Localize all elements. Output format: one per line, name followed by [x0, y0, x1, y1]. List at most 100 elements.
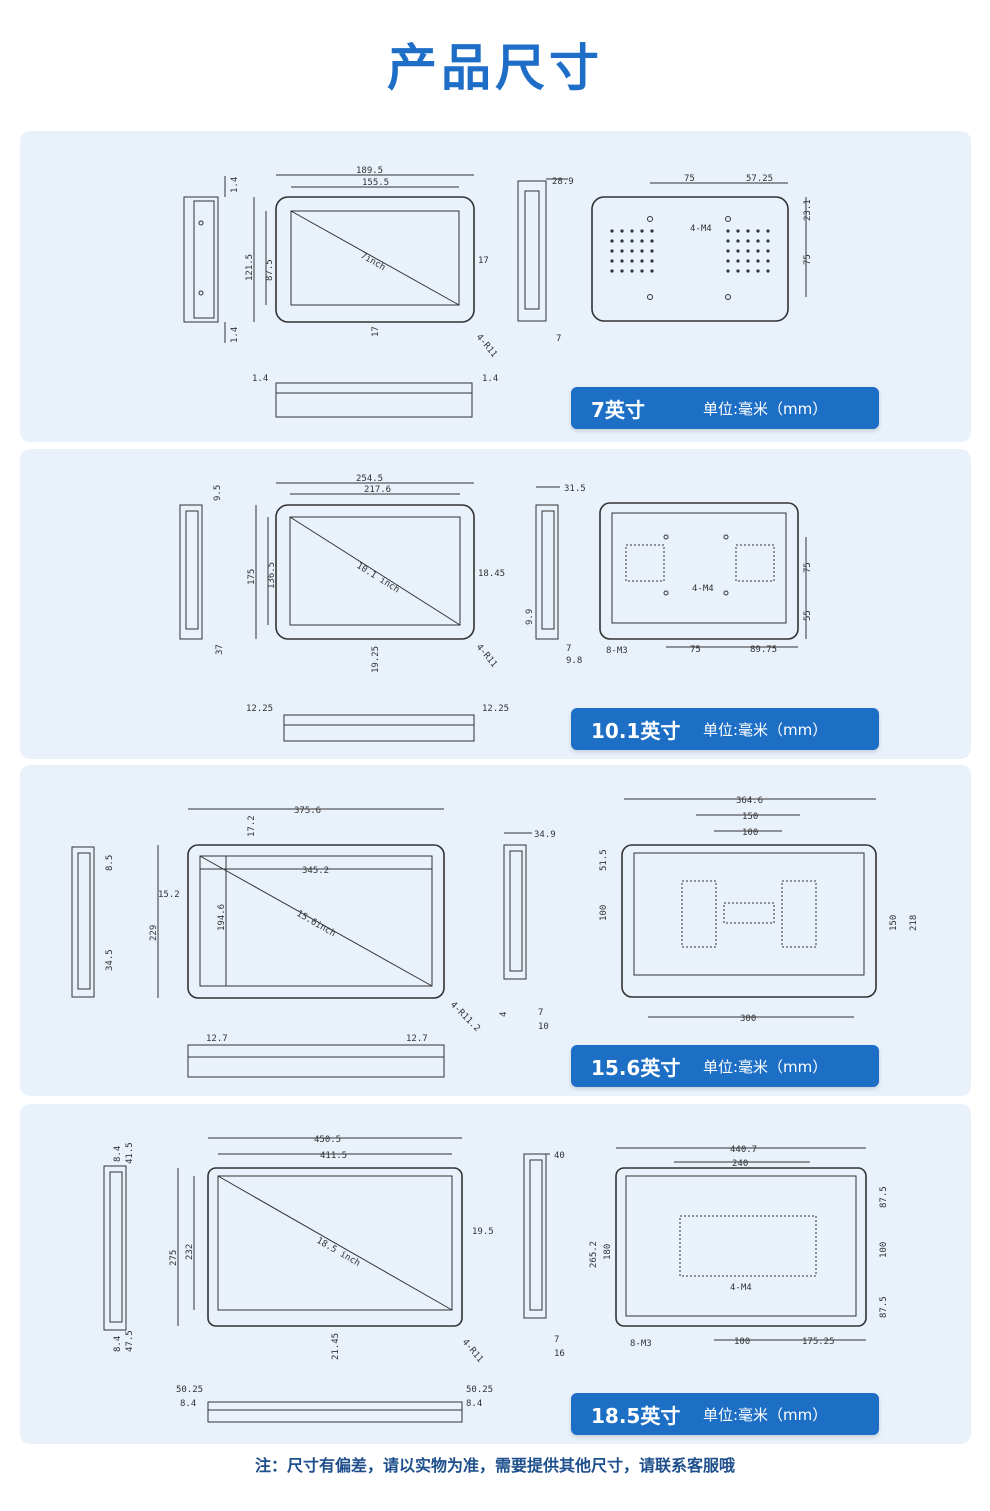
- dim-back-w: 364.6: [736, 796, 763, 806]
- dim-height: 229: [149, 925, 159, 941]
- dim-back-c: 23.1: [803, 199, 813, 221]
- front-outline: [275, 504, 475, 640]
- diagonal-label: 7inch: [359, 251, 387, 273]
- side-view-left: [183, 196, 219, 323]
- speaker-grid-center: [723, 902, 775, 924]
- dim-back-a: 150: [742, 812, 758, 822]
- dim-width: 189.5: [356, 166, 383, 176]
- dim-side-b: 7: [566, 644, 571, 654]
- size-badge: 15.6英寸 单位:毫米（mm）: [571, 1045, 879, 1087]
- dim-back-b: 100: [742, 828, 758, 838]
- dim-depth: 31.5: [564, 484, 586, 494]
- size-label: 18.5英寸: [591, 1403, 681, 1428]
- dim-side-top: 8.5: [105, 855, 115, 871]
- diagonal-label: 18.5 inch: [315, 1236, 362, 1269]
- dim-back-g: 300: [740, 1014, 756, 1024]
- dim-radius: 4-R11: [474, 333, 499, 360]
- dim-top: 17.2: [247, 815, 257, 837]
- dim-height: 175: [247, 569, 257, 585]
- dim-back-a: 75: [684, 174, 695, 184]
- dim-back-c: 180: [603, 1244, 613, 1260]
- dim-width: 450.5: [314, 1135, 341, 1145]
- dim-back-a: 240: [732, 1159, 748, 1169]
- front-screen: [290, 210, 460, 306]
- dim-bottom-right: 12.25: [482, 704, 509, 714]
- drawing-18-inch: 8.4 41.5 8.4 47.5 450.5 411.5 275 232 18…: [103, 1135, 889, 1423]
- dim-side-bottom: 34.5: [105, 949, 115, 971]
- label-holes: 4-M4: [692, 584, 714, 594]
- front-screen: [289, 516, 461, 626]
- dim-back-w: 440.7: [730, 1145, 757, 1155]
- dim-inner-width: 345.2: [302, 866, 329, 876]
- footer-note: 注：尺寸有偏差，请以实物为准，需要提供其他尺寸，请联系客服哦: [254, 1456, 735, 1475]
- drawing-10-inch: 9.5 37 254.5 217.6 175 136.5 10.1 inch 1…: [179, 474, 813, 742]
- speaker-grid: [679, 1215, 817, 1277]
- dim-inner-height: 136.5: [267, 562, 277, 589]
- front-screen: [199, 855, 433, 987]
- dim-side-a: 8.4: [113, 1146, 123, 1162]
- label-holes: 4-M4: [690, 224, 712, 234]
- back-outline: [615, 1167, 867, 1327]
- dim-back-e: 100: [879, 1242, 889, 1258]
- dim-back-g: 100: [734, 1337, 750, 1347]
- dim-back-d: 100: [599, 905, 609, 921]
- unit-label: 单位:毫米（mm）: [703, 1405, 828, 1424]
- dim-back-b: 265.2: [589, 1241, 599, 1268]
- size-label: 7英寸: [591, 397, 645, 422]
- size-badge: 18.5英寸 单位:毫米（mm）: [571, 1393, 879, 1435]
- dim-bottom-a: 50.25: [176, 1385, 203, 1395]
- unit-label: 单位:毫米（mm）: [703, 399, 828, 418]
- drawing-15-inch: 8.5 34.5 375.6 345.2 17.2 15.2 229 194.6…: [71, 796, 919, 1078]
- dim-bottom: 17: [371, 326, 381, 337]
- side-view-left: [103, 1165, 127, 1331]
- dim-bottom-b: 8.4: [180, 1399, 196, 1409]
- bottom-view: [187, 1044, 445, 1078]
- dim-inner-width: 155.5: [362, 178, 389, 188]
- dim-side-c: 8.4: [113, 1336, 123, 1352]
- side-view-right: [535, 504, 559, 640]
- panel-7-inch: 1.4 1.4 189.5 155.5 121.5 87.5 7inch 17 …: [20, 131, 971, 442]
- dim-right: 19.5: [472, 1227, 494, 1237]
- speaker-grid-right: [781, 880, 817, 948]
- dim-side-b: 7: [538, 1008, 543, 1018]
- diagonal-label: 10.1 inch: [354, 561, 401, 595]
- back-outline: [621, 844, 877, 998]
- dim-bottom-d: 8.4: [466, 1399, 482, 1409]
- dim-bottom-left: 12.25: [246, 704, 273, 714]
- dim-inner-width: 411.5: [320, 1151, 347, 1161]
- dim-depth: 40: [554, 1151, 565, 1161]
- dim-side-a: 9.9: [525, 609, 535, 625]
- dim-back-f: 218: [909, 915, 919, 931]
- side-view-left: [71, 846, 95, 998]
- dim-left: 15.2: [158, 890, 180, 900]
- dim-inner-height: 194.6: [217, 904, 227, 931]
- drawing-7-inch: 1.4 1.4 189.5 155.5 121.5 87.5 7inch 17 …: [183, 166, 813, 418]
- back-outline: [599, 502, 799, 640]
- dim-side-c: 16: [554, 1349, 565, 1359]
- dim-bottom-c: 50.25: [466, 1385, 493, 1395]
- dim-bottom-left: 1.4: [252, 374, 268, 384]
- dim-side-top: 1.4: [230, 177, 240, 193]
- size-label: 10.1英寸: [591, 718, 681, 743]
- front-screen: [217, 1175, 453, 1311]
- dim-back-f: 87.5: [879, 1296, 889, 1318]
- dim-back-b: 57.25: [746, 174, 773, 184]
- front-outline: [275, 196, 475, 323]
- dim-back-d: 87.5: [879, 1186, 889, 1208]
- dim-side-d: 47.5: [125, 1330, 135, 1352]
- side-view-left: [179, 504, 203, 640]
- dim-radius: 4-R11: [474, 643, 499, 670]
- dim-depth: 34.9: [534, 830, 556, 840]
- page-title: 产品尺寸: [387, 39, 603, 97]
- dim-right: 18.45: [478, 569, 505, 579]
- side-view-right: [517, 180, 547, 322]
- dim-bottom-left: 12.7: [206, 1034, 228, 1044]
- dim-depth-bottom: 7: [556, 334, 561, 344]
- dim-height: 275: [169, 1250, 179, 1266]
- dim-side-b: 41.5: [125, 1142, 135, 1164]
- dim-back-d: 75: [803, 254, 813, 265]
- dim-side-c: 10: [538, 1022, 549, 1032]
- dim-bottom-right: 1.4: [482, 374, 498, 384]
- speaker-grid-left: [610, 229, 654, 273]
- dim-side-a: 4: [499, 1012, 509, 1017]
